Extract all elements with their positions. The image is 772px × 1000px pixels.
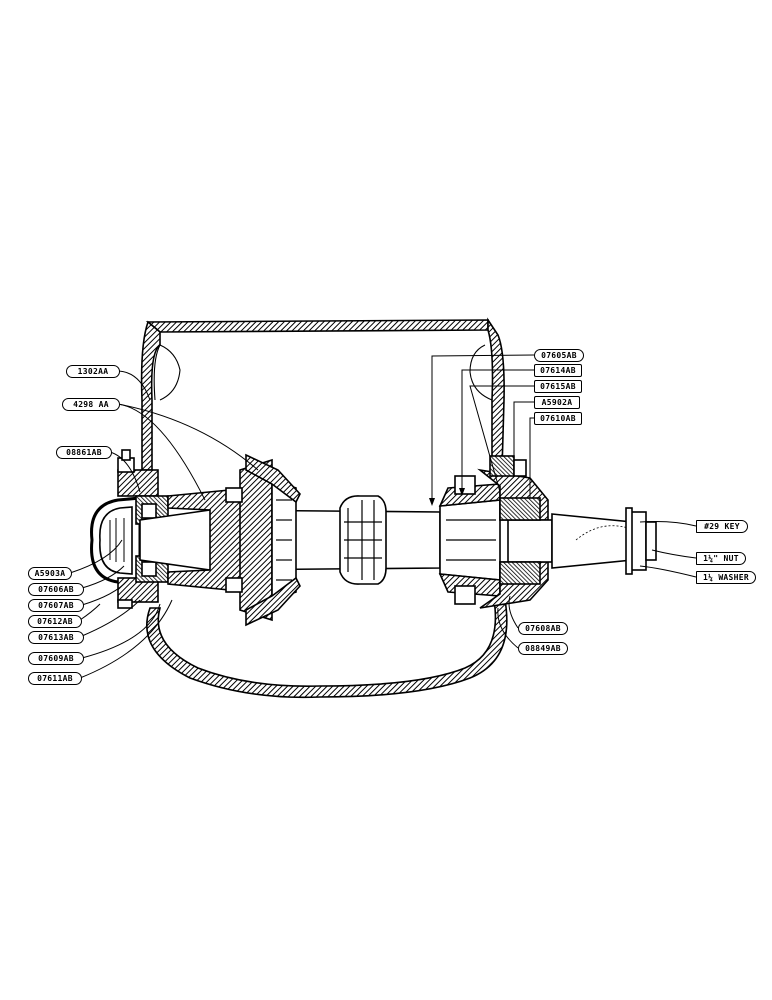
part-label-08861ab: 08861AB [56, 446, 112, 459]
part-label-07609ab: 07609AB [28, 652, 84, 665]
part-label-07605ab: 07605AB [534, 349, 584, 362]
part-label-07615ab: 07615AB [534, 380, 582, 393]
leader-lines [69, 354, 697, 679]
part-label-07614ab: 07614AB [534, 364, 582, 377]
part-label-08849ab: 08849AB [518, 642, 568, 655]
part-label-29-key: #29 KEY [696, 520, 748, 533]
part-label-4298aa: 4298 AA [62, 398, 120, 411]
part-label-1302aa: 1302AA [66, 365, 120, 378]
part-label-nut: 1¼" NUT [696, 552, 746, 565]
housing-inner [153, 344, 493, 401]
part-label-a5902a: A5902A [534, 396, 580, 409]
part-label-07607ab: 07607AB [28, 599, 84, 612]
part-label-07608ab: 07608AB [518, 622, 568, 635]
part-label-07606ab: 07606AB [28, 583, 84, 596]
part-label-07610ab: 07610AB [534, 412, 582, 425]
leader-arrows [429, 488, 465, 506]
part-label-a5903a: A5903A [28, 567, 72, 580]
key-hint [575, 525, 629, 541]
housing [140, 317, 508, 699]
part-label-07611ab: 07611AB [28, 672, 82, 685]
part-label-washer: 1¼ WASHER [696, 571, 756, 584]
part-label-07613ab: 07613AB [28, 631, 84, 644]
part-label-07612ab: 07612AB [28, 615, 82, 628]
shaft [139, 453, 657, 627]
